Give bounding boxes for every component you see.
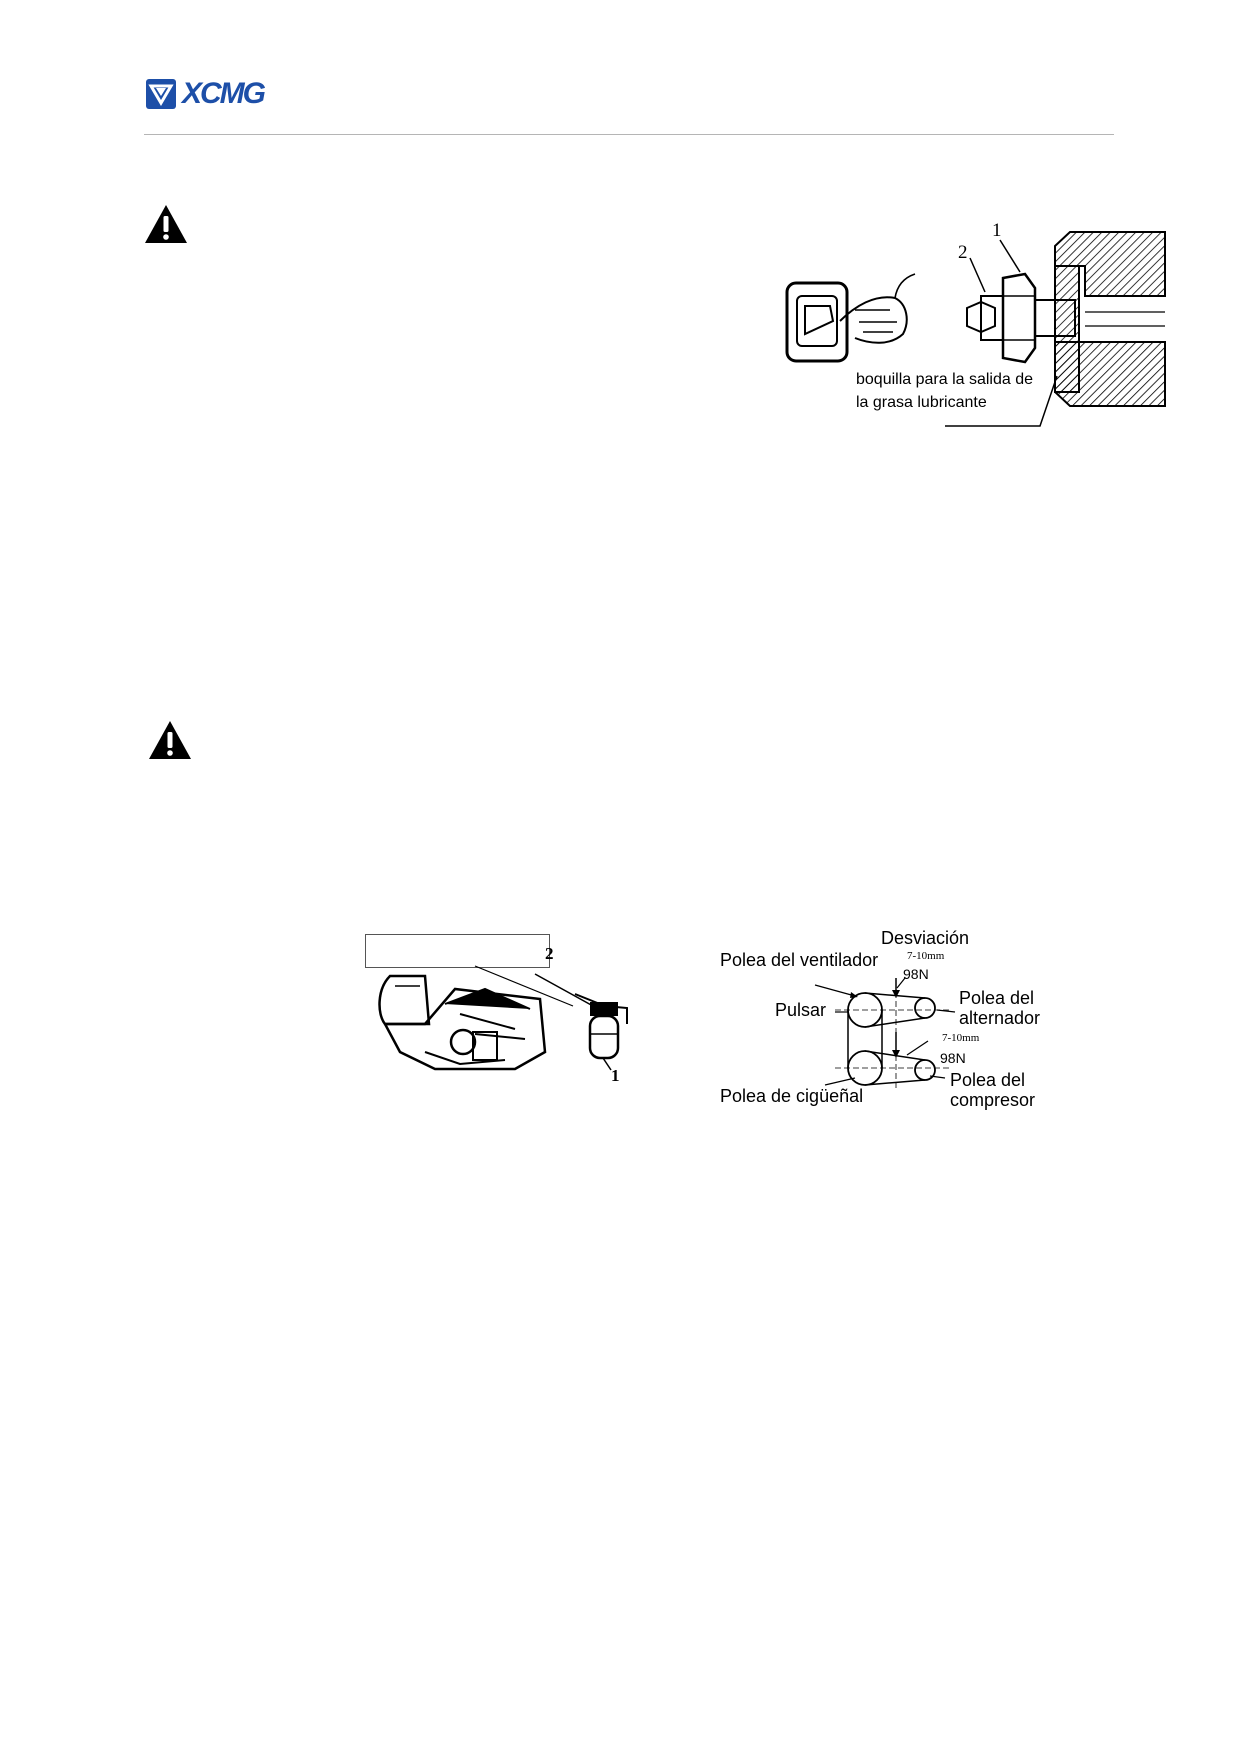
label-force-bottom: 98N [940,1050,966,1066]
header-divider [144,134,1114,135]
excavator-illustration [378,965,628,1071]
belt-pulley-diagram [814,977,956,1088]
label-desviacion: Desviación [881,928,970,948]
label-alternator-line1: Polea del [959,988,1035,1008]
logo-wordmark: XCMG [182,77,266,110]
callout-2: 2 [958,242,968,263]
label-dim-bottom: 7-10mm [942,1032,980,1044]
label-dim-top: 7-10mm [907,950,945,962]
grease-fitting-illustration [785,231,1166,427]
xcmg-logo: XCMG [146,77,276,111]
label-pulsar: Pulsar [775,1000,827,1020]
grease-caption-line2: la grasa lubricante [856,394,987,411]
belt-tension-figure: Desviación 7-10mm 98N Polea del ventilad… [715,928,1055,1118]
warning-icon [149,721,191,759]
label-compressor-line1: Polea del [950,1070,1026,1090]
label-alternator-line2: alternador [959,1008,1041,1028]
filter-callout-1: 1 [611,1066,620,1085]
callout-1: 1 [992,220,1002,241]
warning-icon [145,205,187,243]
label-crank-pulley: Polea de cigüeñal [720,1086,864,1106]
filter-callout-2: 2 [545,944,554,963]
excavator-filter-figure: 2 1 [365,934,635,1094]
xcmg-emblem-icon [146,79,176,109]
grease-caption-line1: boquilla para la salida de [856,371,1034,388]
label-force-top: 98N [903,966,929,982]
grease-fitting-figure: 1 2 boquilla para la salida de la grasa … [785,220,1170,436]
label-compressor-line2: compresor [950,1090,1036,1110]
label-box [365,934,550,968]
label-fan-pulley: Polea del ventilador [720,950,879,970]
